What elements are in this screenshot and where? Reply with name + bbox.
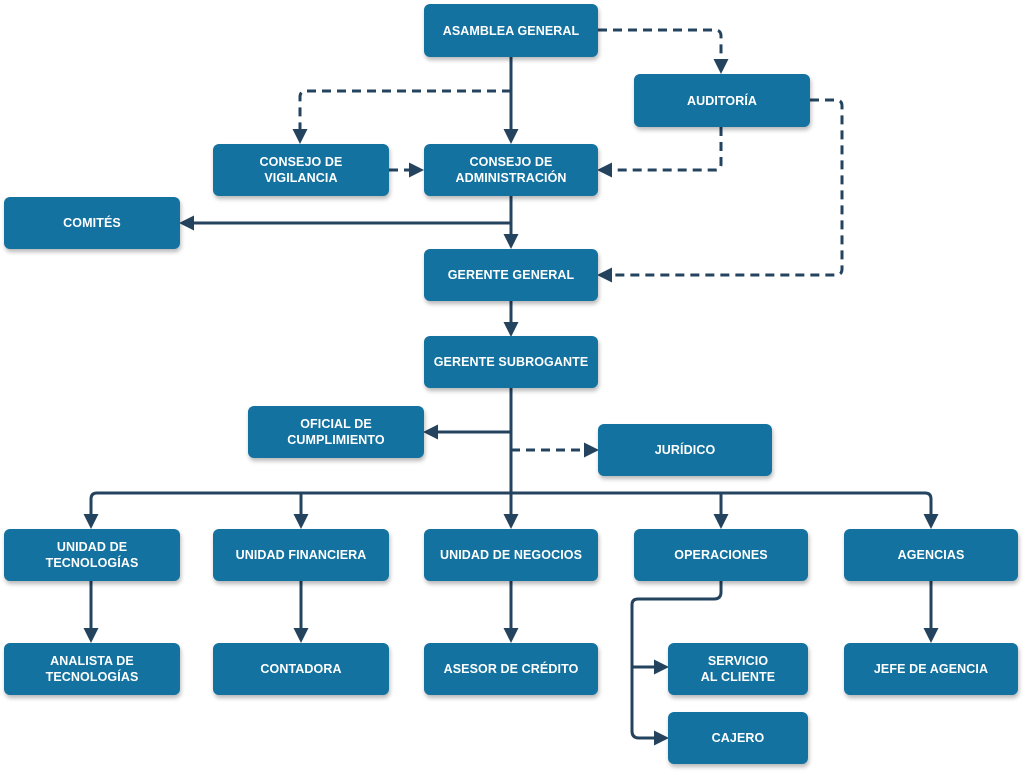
operaciones-box: OPERACIONES xyxy=(634,529,808,581)
oficial-cumplimiento-box: OFICIAL DE CUMPLIMIENTO xyxy=(248,406,424,458)
consejo-vigilancia-box: CONSEJO DE VIGILANCIA xyxy=(213,144,389,196)
jefe-agencia-box: JEFE DE AGENCIA xyxy=(844,643,1018,695)
consejo-administracion-box: CONSEJO DE ADMINISTRACIÓN xyxy=(424,144,598,196)
unidad-tecnologias-box: UNIDAD DE TECNOLOGÍAS xyxy=(4,529,180,581)
juridico-box: JURÍDICO xyxy=(598,424,772,476)
asesor-credito-box: ASESOR DE CRÉDITO xyxy=(424,643,598,695)
comites-box: COMITÉS xyxy=(4,197,180,249)
edge-bus-left xyxy=(83,491,511,529)
servicio-cliente-box: SERVICIO AL CLIENTE xyxy=(668,643,808,695)
edge-auditoria-to-administracion xyxy=(597,127,723,178)
unidad-financiera-box: UNIDAD FINANCIERA xyxy=(213,529,389,581)
unidad-negocios-box: UNIDAD DE NEGOCIOS xyxy=(424,529,598,581)
edge-asamblea-to-auditoria xyxy=(598,28,729,74)
edge-operaciones-branch xyxy=(630,581,723,746)
contadora-box: CONTADORA xyxy=(213,643,389,695)
analista-tecnologias-box: ANALISTA DE TECNOLOGÍAS xyxy=(4,643,180,695)
gerente-subrogante-box: GERENTE SUBROGANTE xyxy=(424,336,598,388)
edge-asamblea-to-vigilancia xyxy=(292,89,511,144)
edge-bus-right xyxy=(511,491,939,529)
gerente-general-box: GERENTE GENERAL xyxy=(424,249,598,301)
asamblea-general-box: ASAMBLEA GENERAL xyxy=(424,4,598,57)
auditoria-box: AUDITORÍA xyxy=(634,74,810,127)
cajero-box: CAJERO xyxy=(668,712,808,764)
agencias-box: AGENCIAS xyxy=(844,529,1018,581)
